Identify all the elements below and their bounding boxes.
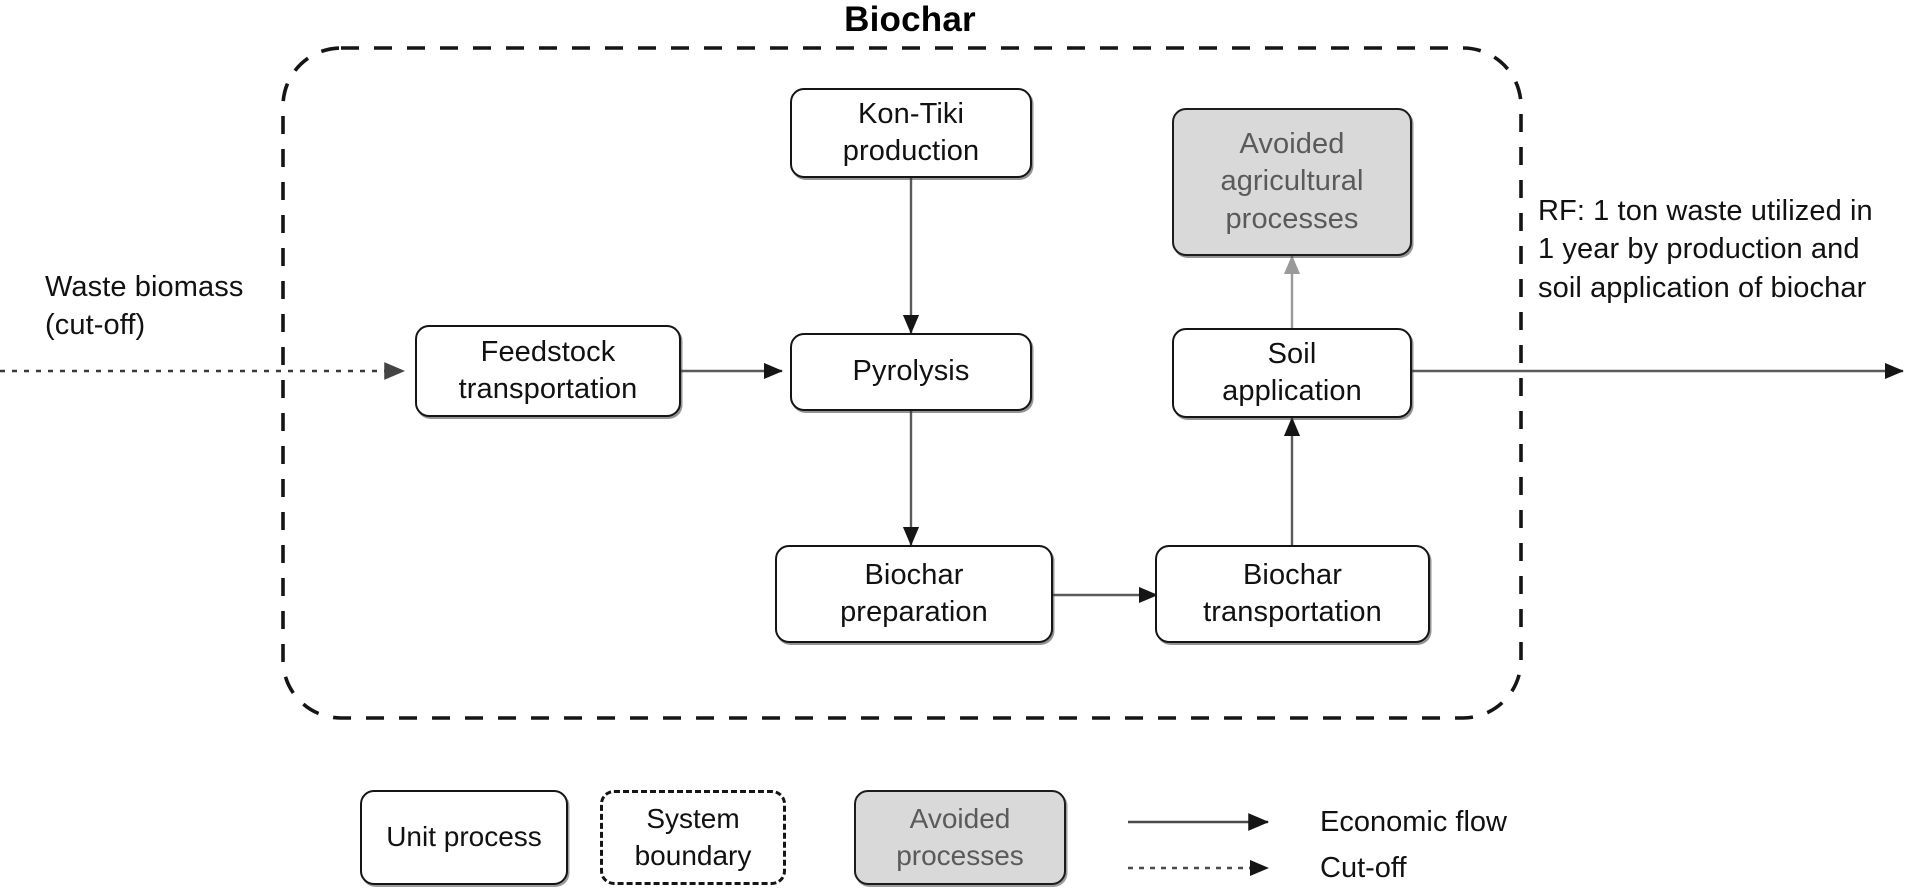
legend-unit-process-box: Unit process [360,790,568,885]
page-title: Biochar [844,0,976,39]
system-boundary-outline [281,46,1523,720]
waste-biomass-input-label: Waste biomass(cut-off) [45,271,244,342]
node-pyrolysis[interactable]: Pyrolysis [790,333,1032,411]
legend-cut-off-label: Cut-off [1320,852,1407,884]
legend-economic-flow-label: Economic flow [1320,806,1507,838]
